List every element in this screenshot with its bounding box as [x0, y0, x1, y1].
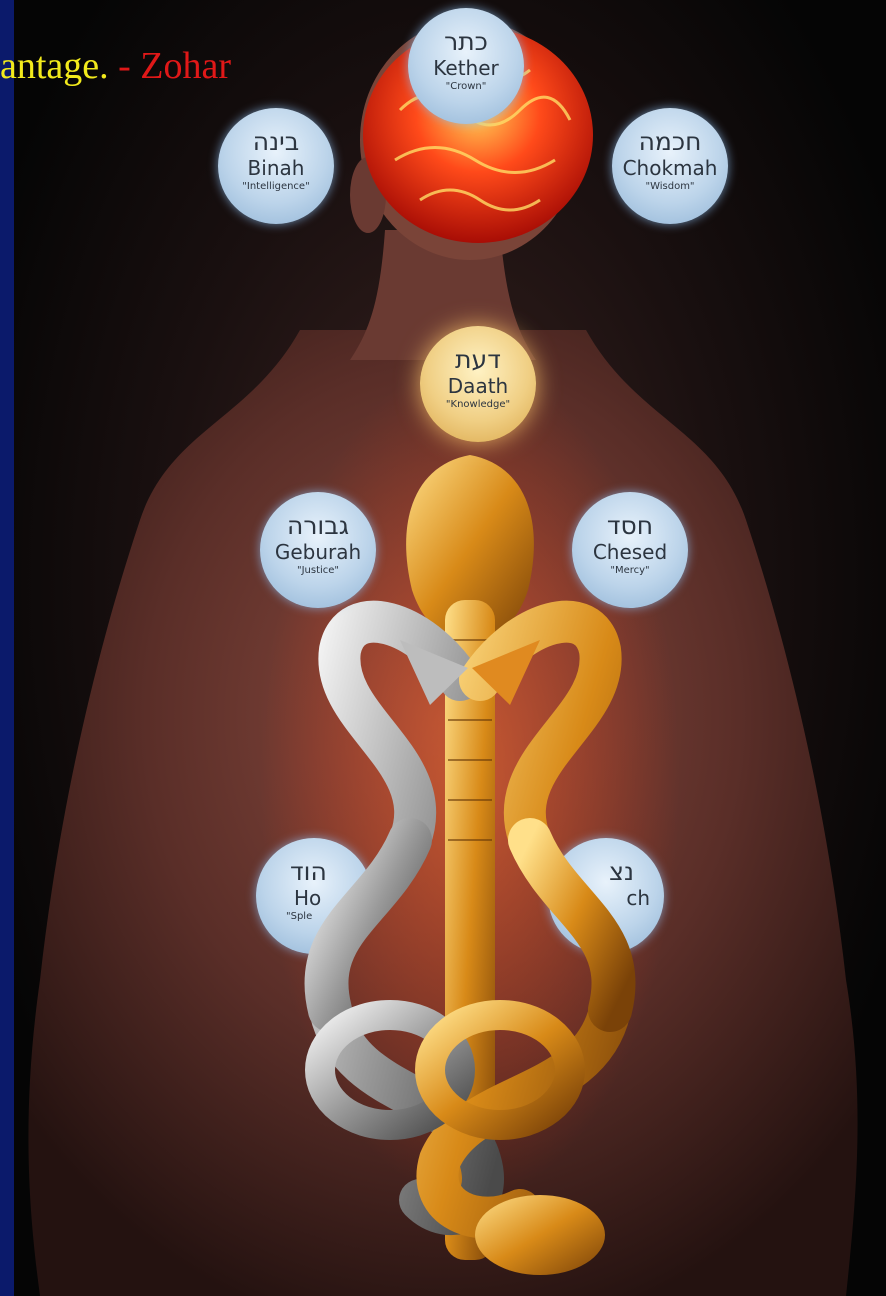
- sephirah-title: "Sple: [256, 910, 372, 924]
- sephirah-hebrew: כתר: [408, 28, 524, 56]
- sephirah-hebrew: בינה: [218, 128, 334, 156]
- sephirah-chesed: חסד Chesed "Mercy": [572, 492, 688, 608]
- sephirah-name: Geburah: [260, 540, 376, 564]
- sephirah-title: "Justice": [260, 564, 376, 578]
- sephirah-chokmah: חכמה Chokmah "Wisdom": [612, 108, 728, 224]
- quote-caption: antage. - Zohar: [0, 44, 231, 88]
- sephirah-name: Daath: [420, 374, 536, 398]
- sephirah-title: "Crown": [408, 80, 524, 94]
- left-edge-bar: [0, 0, 14, 1296]
- sephirah-name: ch: [548, 886, 664, 910]
- sephirah-name: Chokmah: [612, 156, 728, 180]
- sephirah-title: "Knowledge": [420, 398, 536, 412]
- sephirah-name: Binah: [218, 156, 334, 180]
- sephirah-netzach: נצ ch: [548, 838, 664, 954]
- sephirah-title: "Intelligence": [218, 180, 334, 194]
- sephirah-hebrew: דעת: [420, 346, 536, 374]
- coiled-tail: [475, 1195, 605, 1275]
- sephirah-hebrew: נצ: [548, 858, 664, 886]
- sephirah-title: "Wisdom": [612, 180, 728, 194]
- sephirah-name: Chesed: [572, 540, 688, 564]
- sephirah-kether: כתר Kether "Crown": [408, 8, 524, 124]
- sephirah-hebrew: גבורה: [260, 512, 376, 540]
- quote-text: antage.: [0, 45, 109, 87]
- sephirah-hebrew: הוד: [256, 858, 372, 886]
- quote-attribution: - Zohar: [109, 45, 231, 87]
- sephirah-hod: הוד Ho "Sple: [256, 838, 372, 954]
- sephirah-name: Ho: [256, 886, 372, 910]
- sephirah-name: Kether: [408, 56, 524, 80]
- sephirah-binah: בינה Binah "Intelligence": [218, 108, 334, 224]
- sephirah-title: "Mercy": [572, 564, 688, 578]
- sephirah-hebrew: חכמה: [612, 128, 728, 156]
- sephirah-hebrew: חסד: [572, 512, 688, 540]
- sephirah-geburah: גבורה Geburah "Justice": [260, 492, 376, 608]
- sephirah-daath: דעת Daath "Knowledge": [420, 326, 536, 442]
